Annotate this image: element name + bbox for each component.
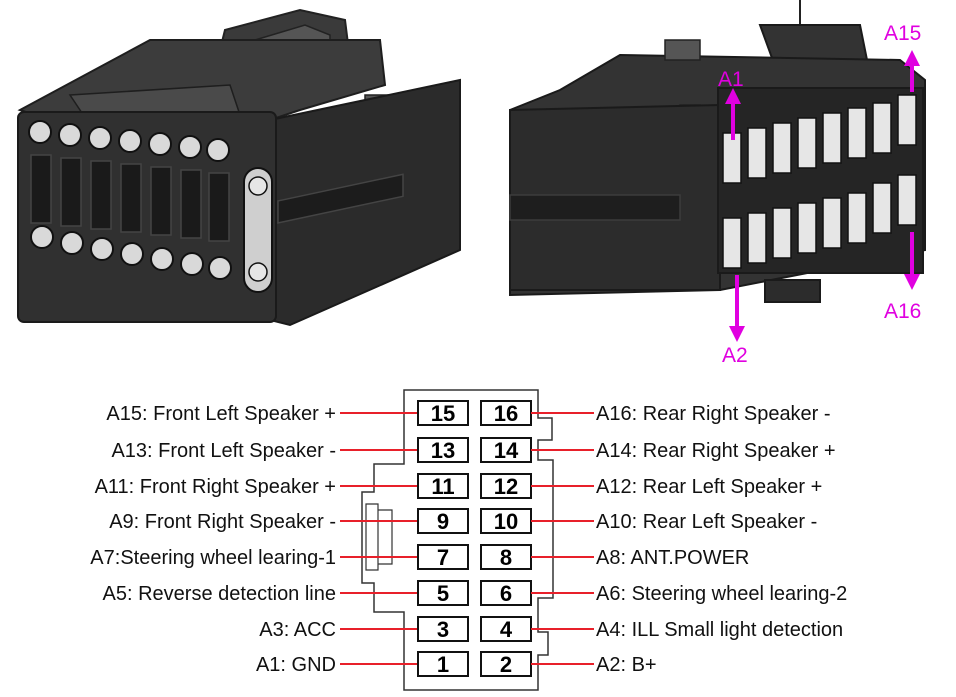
pin-label-2: A2: B+ [596, 654, 657, 676]
pin-box-11 [417, 473, 469, 499]
pin-number-15: 15 [431, 401, 455, 426]
pin-label-8: A8: ANT.POWER [596, 547, 749, 569]
callout-arrows [725, 50, 920, 342]
pin-label-3: A3: ACC [259, 619, 336, 641]
pin-number-2: 2 [500, 652, 512, 677]
pin-number-11: 11 [431, 474, 454, 499]
pin-number-4: 4 [500, 617, 513, 642]
pin-label-4: A4: ILL Small light detection [596, 619, 843, 641]
pin-box-16 [480, 400, 532, 426]
pin-label-16: A16: Rear Right Speaker - [596, 403, 831, 425]
pin-box-1 [417, 651, 469, 677]
arrow-a1-icon [725, 88, 741, 140]
pin-label-1: A1: GND [256, 654, 336, 676]
callout-a2: A2 [722, 344, 748, 367]
pin-number-16: 16 [494, 401, 518, 426]
callout-a16: A16 [884, 300, 921, 323]
pin-number-5: 5 [437, 581, 449, 606]
pin-number-12: 12 [494, 474, 518, 499]
pin-label-7: A7:Steering wheel learing-1 [90, 547, 336, 569]
callout-a1: A1 [718, 68, 744, 91]
pin-box-10 [480, 508, 532, 534]
connector-front-illustration [17, 8, 461, 327]
arrow-a15-icon [904, 50, 920, 92]
pin-label-15: A15: Front Left Speaker + [106, 403, 336, 425]
pin-number-8: 8 [500, 545, 512, 570]
pin-label-11: A11: Front Right Speaker + [95, 476, 336, 498]
pin-box-6 [480, 580, 532, 606]
housing-outline [361, 389, 554, 691]
pin-number-9: 9 [437, 509, 449, 534]
arrow-a2-icon [729, 275, 745, 342]
pin-label-10: A10: Rear Left Speaker - [596, 511, 817, 533]
pin-label-12: A12: Rear Left Speaker + [596, 476, 822, 498]
pin-number-3: 3 [437, 617, 449, 642]
pin-label-9: A9: Front Right Speaker - [109, 511, 336, 533]
pin-box-5 [417, 580, 469, 606]
arrow-a16-icon [904, 232, 920, 290]
pin-label-14: A14: Rear Right Speaker + [596, 440, 836, 462]
pin-number-13: 13 [431, 438, 455, 463]
pin-label-13: A13: Front Left Speaker - [111, 440, 336, 462]
pin-box-3 [417, 616, 469, 642]
pin-box-14 [480, 437, 532, 463]
callout-a15: A15 [884, 22, 921, 45]
pin-label-6: A6: Steering wheel learing-2 [596, 583, 847, 605]
pin-box-2 [480, 651, 532, 677]
pin-number-6: 6 [500, 581, 512, 606]
pin-number-10: 10 [494, 509, 518, 534]
pin-box-13 [417, 437, 469, 463]
pin-label-5: A5: Reverse detection line [103, 583, 336, 605]
connector-rear-illustration [509, 0, 926, 303]
housing-key [365, 503, 393, 571]
pin-box-9 [417, 508, 469, 534]
pin-box-8 [480, 544, 532, 570]
pin-number-1: 1 [437, 652, 449, 677]
pin-box-15 [417, 400, 469, 426]
pin-box-7 [417, 544, 469, 570]
pin-number-14: 14 [494, 438, 519, 463]
pin-number-7: 7 [437, 545, 449, 570]
